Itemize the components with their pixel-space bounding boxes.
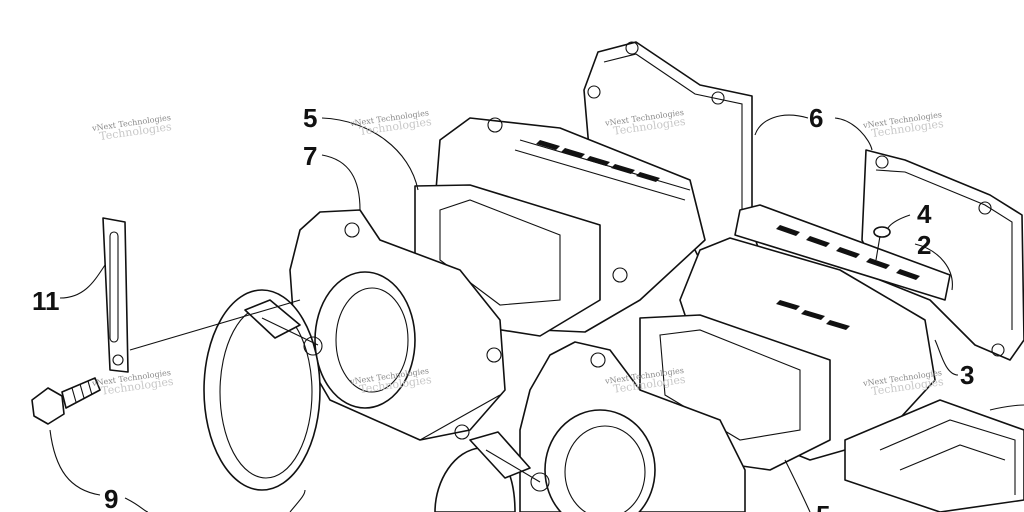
screw [873, 226, 891, 261]
reed-petal-plate [734, 204, 951, 301]
hose-clamp-lower [434, 431, 550, 512]
hose-clamp-upper [203, 289, 323, 491]
reed-stop-plate [844, 399, 1024, 512]
intake-flange-lower [519, 341, 746, 512]
callout-2: 2 [917, 230, 931, 260]
mounting-bracket [102, 217, 129, 373]
callout-11: 11 [32, 286, 60, 316]
callout-6: 6 [809, 103, 823, 133]
callout-labels: 5 7 6 4 2 3 11 9 5 [32, 103, 974, 512]
callout-4: 4 [917, 199, 932, 229]
intake-flange-upper [289, 209, 506, 441]
leader-lines [49, 114, 959, 512]
callout-9: 9 [104, 484, 118, 512]
reed-valve-block-lower [639, 237, 936, 471]
callout-5-lower: 5 [816, 500, 830, 512]
callout-7: 7 [303, 141, 317, 171]
callout-3: 3 [960, 360, 974, 390]
reed-valve-block-upper [414, 117, 706, 337]
gasket-right [861, 149, 1024, 361]
flange-bolt [31, 377, 101, 425]
callout-5-upper: 5 [303, 103, 317, 133]
